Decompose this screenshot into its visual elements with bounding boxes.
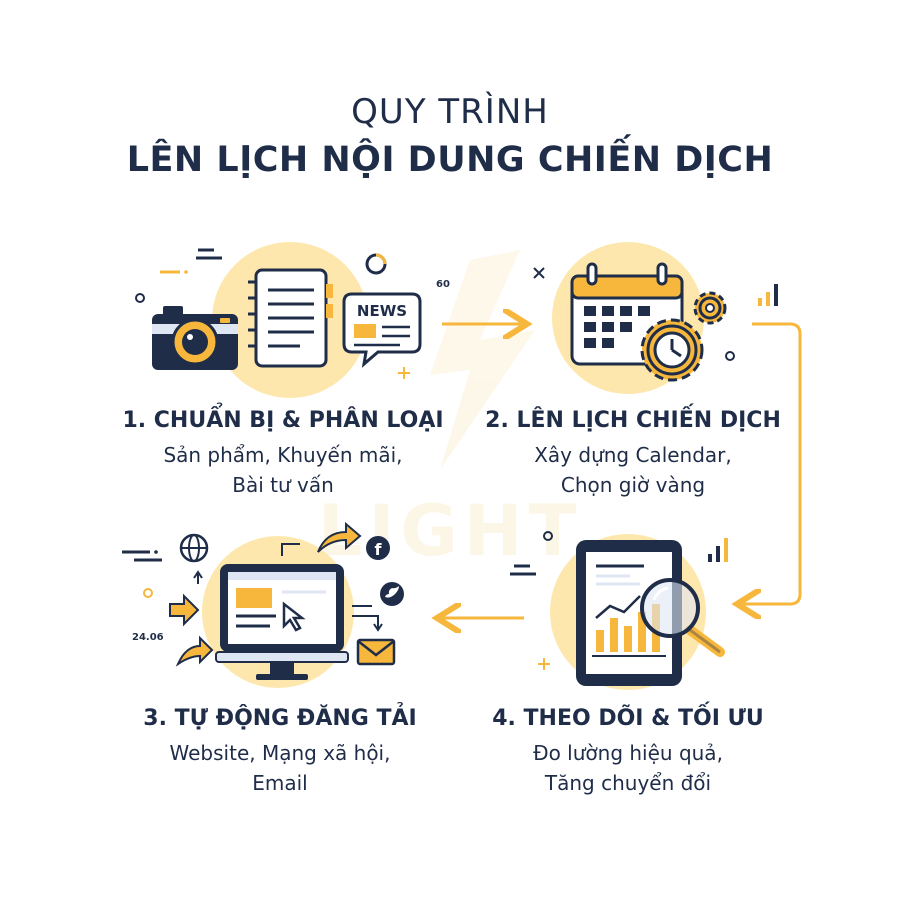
svg-text:f: f (375, 540, 383, 559)
news-label: NEWS (357, 302, 407, 320)
connector-lines (193, 543, 383, 632)
step2-decorations (533, 267, 778, 361)
step1-desc-line2: Bài tư vấn (232, 473, 334, 497)
camera-icon (152, 306, 238, 370)
watermark-text: LIGHT (318, 490, 582, 572)
title-line-2: LÊN LỊCH NỘI DUNG CHIẾN DỊCH (126, 140, 774, 180)
magnifier-icon (640, 578, 725, 657)
monitor-icon (215, 564, 349, 680)
gear-small-icon (693, 291, 727, 325)
step1-decorations: 60 (135, 248, 450, 379)
globe-icon (179, 533, 209, 563)
step3-desc-line1: Website, Mạng xã hội, (169, 741, 391, 765)
step1-desc-line1: Sản phẩm, Khuyến mãi, (163, 443, 403, 467)
date-label: 24.06 (132, 632, 164, 643)
facebook-icon: f (366, 536, 390, 560)
step4-desc-line1: Đo lường hiệu quả, (533, 741, 723, 765)
news-bubble-icon: NEWS (342, 292, 422, 368)
step3-desc-line2: Email (252, 771, 308, 795)
step4-title: 4. THEO DÕI & TỐI ƯU (492, 706, 764, 731)
share-arrow-icon (317, 521, 362, 553)
step4-decorations (510, 531, 728, 670)
step4-desc-line2: Tăng chuyển đổi (544, 771, 712, 795)
step2-desc-line2: Chọn giờ vàng (560, 473, 706, 497)
step3-decorations: 24.06 (122, 550, 164, 643)
notebook-icon (248, 268, 333, 368)
email-icon (356, 638, 396, 666)
step2-desc-line1: Xây dựng Calendar, (534, 443, 732, 467)
number-60: 60 (436, 279, 450, 290)
gear-clock-icon (640, 318, 704, 382)
watermark-logo: LIGHT (318, 250, 582, 572)
arrow-step2-to-step4 (740, 322, 802, 604)
title-line-1: QUY TRÌNH (351, 92, 549, 132)
input-arrow-icons (169, 593, 214, 667)
calendar-icon (570, 262, 684, 366)
twitter-icon (380, 582, 404, 606)
step1-title: 1. CHUẨN BỊ & PHÂN LOẠI (122, 408, 444, 433)
step2-title: 2. LÊN LỊCH CHIẾN DỊCH (485, 408, 781, 433)
step3-title: 3. TỰ ĐỘNG ĐĂNG TẢI (143, 706, 417, 731)
